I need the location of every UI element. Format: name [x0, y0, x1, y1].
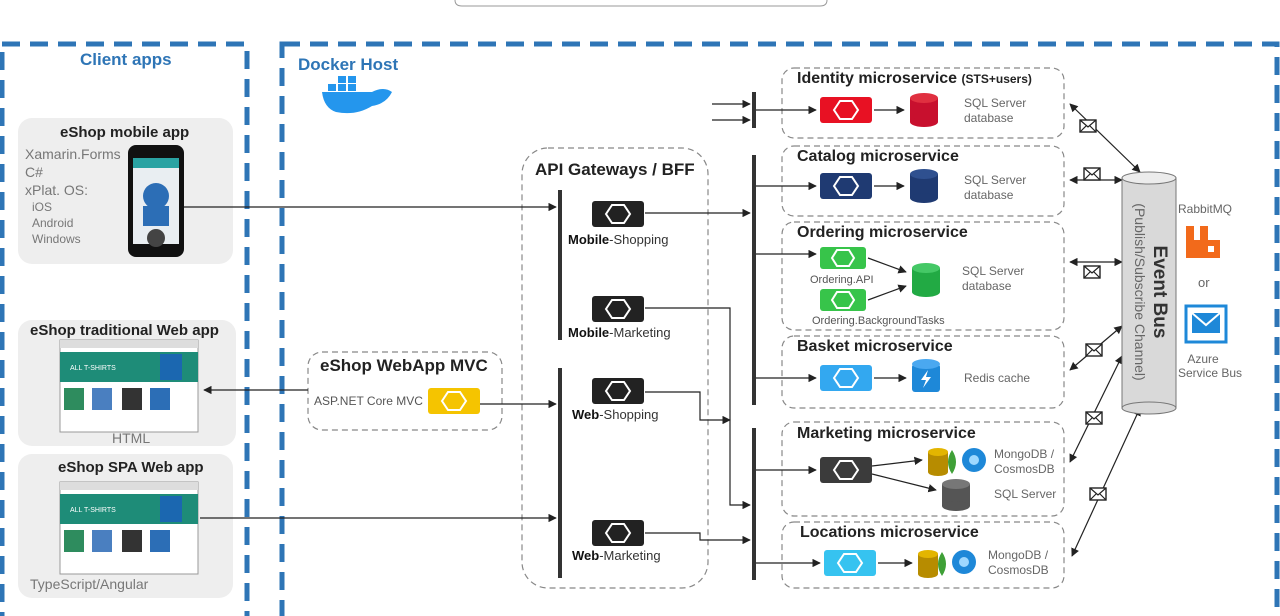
event-bus-cylinder — [1121, 171, 1177, 415]
database-icons — [910, 93, 986, 578]
webapp-mvc-title: eShop WebApp MVC — [320, 356, 488, 375]
mobile-os: Android — [32, 216, 74, 230]
connection-lines — [184, 99, 1141, 568]
catalog-container — [781, 145, 1065, 217]
message-icon — [1085, 411, 1103, 425]
gateway-label-mobile-marketing: Mobile-Marketing — [568, 325, 671, 340]
client-apps-frame — [0, 41, 250, 616]
mobile-line: Xamarin.Forms — [25, 146, 121, 162]
locations-db-label: MongoDB /CosmosDB — [988, 548, 1049, 577]
basket-db-label: Redis cache — [964, 371, 1031, 385]
message-icon — [1083, 167, 1101, 181]
azure-service-bus-icon — [1184, 304, 1228, 344]
marketing-sql-label: SQL Server — [994, 487, 1057, 501]
microservice-icons — [820, 97, 876, 576]
gateway-label-mobile-shopping: Mobile-Shopping — [568, 232, 669, 247]
webapp-mvc-subtitle: ASP.NET Core MVC — [314, 394, 423, 408]
rabbitmq-icon — [1186, 226, 1220, 258]
message-icon — [1083, 265, 1101, 279]
mobile-app-title: eShop mobile app — [60, 124, 190, 141]
spa-app-footer: TypeScript/Angular — [30, 576, 149, 592]
docker-host-title: Docker Host — [298, 55, 399, 74]
spa-app-screenshot: ALL T-SHIRTS — [59, 481, 199, 575]
phone-icon — [128, 145, 184, 257]
identity-title: Identity microservice (STS+users) — [797, 70, 1032, 87]
gateway-label-web-shopping: Web-Shopping — [572, 407, 659, 422]
spa-app-title: eShop SPA Web app — [58, 459, 204, 476]
docker-host-frame — [279, 41, 1280, 616]
locations-title: Locations microservice — [800, 524, 979, 541]
gateway-icons — [592, 201, 644, 546]
ordering-title: Ordering microservice — [797, 224, 968, 241]
catalog-title: Catalog microservice — [797, 148, 959, 165]
message-icon — [1089, 487, 1107, 501]
basket-title: Basket microservice — [797, 338, 953, 355]
mobile-line: C# — [25, 164, 43, 180]
message-icon — [1085, 343, 1103, 357]
web-app-screenshot: ALL T-SHIRTS — [59, 339, 199, 433]
marketing-container — [781, 421, 1065, 517]
router-bars — [558, 92, 756, 580]
rabbitmq-label: RabbitMQ — [1178, 202, 1233, 216]
marketing-title: Marketing microservice — [797, 425, 976, 442]
web-app-title: eShop traditional Web app — [30, 322, 219, 339]
client-apps-title: Client apps — [80, 50, 172, 69]
locations-container — [781, 521, 1065, 589]
api-gateways-title: API Gateways / BFF — [535, 160, 695, 179]
api-gateways-container — [521, 147, 709, 589]
svg-text:ALL T-SHIRTS: ALL T-SHIRTS — [70, 507, 116, 514]
svg-text:ALL T-SHIRTS: ALL T-SHIRTS — [70, 365, 116, 372]
gateway-label-web-marketing: Web-Marketing — [572, 548, 661, 563]
or-label: or — [1198, 275, 1210, 290]
docker-whale-icon — [322, 76, 392, 114]
ordering-tasks-label: Ordering.BackgroundTasks — [812, 315, 945, 327]
web-app-footer: HTML — [112, 430, 151, 446]
marketing-db-label: MongoDB /CosmosDB — [994, 447, 1055, 476]
webapp-mvc-container — [307, 351, 503, 431]
mobile-os: iOS — [32, 200, 53, 214]
top-caption-bracket — [454, 0, 828, 7]
webapp-mvc-icon — [428, 388, 480, 414]
event-bus-label: Event Bus (Publish/Subscribe Channel) — [1132, 203, 1170, 381]
basket-container — [781, 335, 1065, 409]
mobile-line: xPlat. OS: — [25, 182, 89, 198]
identity-container — [781, 67, 1065, 139]
message-icon — [1079, 119, 1097, 133]
ordering-api-label: Ordering.API — [810, 274, 874, 286]
mobile-os: Windows — [32, 232, 81, 246]
